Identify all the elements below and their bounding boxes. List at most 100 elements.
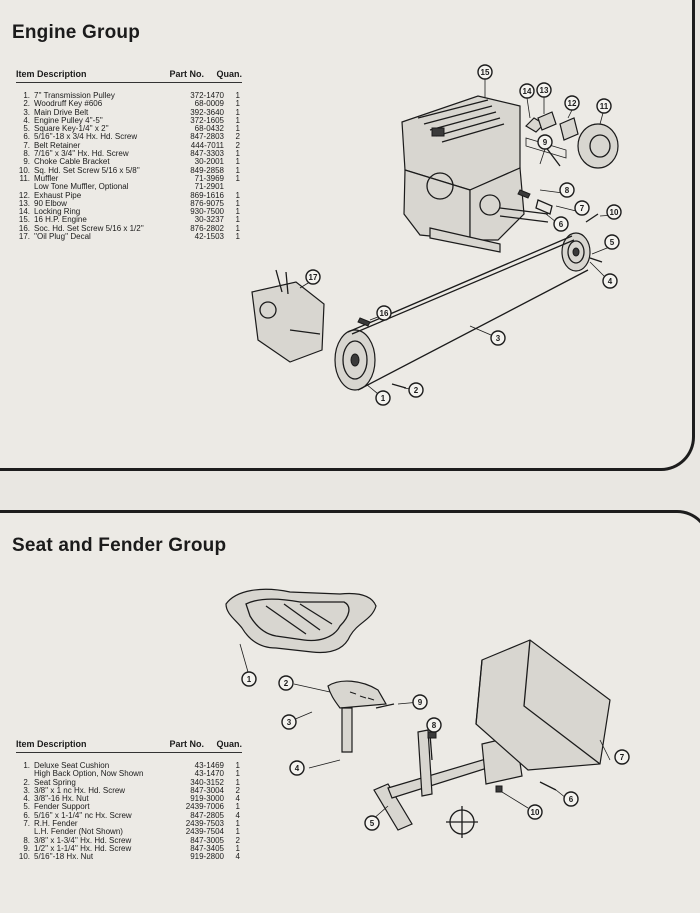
- part-number: 919-3000: [190, 794, 224, 804]
- item-description: Fender Support: [34, 802, 90, 812]
- table-row: 16. Soc. Hd. Set Screw 5/16 x 1/2'' 876-28…: [16, 223, 242, 233]
- quantity: 4: [235, 794, 240, 804]
- item-description: Sq. Hd. Set Screw 5/16 x 5/8'': [34, 165, 140, 175]
- svg-text:8: 8: [565, 186, 570, 195]
- seat-callout-10: 10: [527, 804, 543, 820]
- seat-table-header: Item Description Part No. Quan.: [16, 739, 242, 753]
- callout-17: 17: [305, 269, 321, 285]
- item-number: 15.: [18, 215, 30, 225]
- engine-group-title: Engine Group: [12, 22, 141, 43]
- part-number: 444-7011: [190, 140, 224, 150]
- item-number: 11.: [19, 173, 30, 183]
- engine-callouts: 1 2 3 4 5 6 7 8 9 10 11 12 13 14 15 16 1…: [305, 64, 622, 406]
- callout-11: 11: [596, 98, 612, 114]
- item-description: Choke Cable Bracket: [34, 157, 110, 167]
- item-description: Seat Spring: [34, 777, 76, 787]
- svg-text:1: 1: [247, 675, 252, 684]
- svg-text:14: 14: [523, 87, 532, 96]
- item-number: 16.: [18, 223, 30, 233]
- item-description: ''Oil Plug'' Decal: [34, 232, 91, 242]
- item-description: 7'' Transmission Pulley: [34, 91, 115, 100]
- part-number: 847-3004: [190, 785, 224, 795]
- item-description: 3/8''-16 Hx. Nut: [34, 794, 89, 804]
- part-number: 919-2800: [190, 852, 224, 862]
- exhaust-assembly: [525, 111, 619, 169]
- quantity: 1: [235, 149, 240, 159]
- quantity: 1: [235, 165, 240, 175]
- part-number: 42-1503: [194, 232, 224, 242]
- callout-15: 15: [477, 64, 493, 80]
- item-number: 9.: [23, 157, 30, 167]
- callout-8: 8: [559, 182, 575, 198]
- quantity: 1: [235, 91, 240, 100]
- item-description: Soc. Hd. Set Screw 5/16 x 1/2'': [34, 223, 144, 233]
- seat-group-title: Seat and Fender Group: [12, 535, 227, 556]
- svg-text:17: 17: [309, 273, 318, 282]
- callout-12: 12: [564, 95, 580, 111]
- quantity: 1: [235, 827, 240, 837]
- item-description: Locking Ring: [34, 207, 81, 217]
- svg-text:8: 8: [432, 721, 437, 730]
- part-number: 43-1470: [194, 769, 224, 779]
- seat-callout-2: 2: [278, 675, 294, 691]
- seat-callout-4: 4: [289, 760, 305, 776]
- registration-crosshair: [446, 806, 478, 838]
- engine-table-header: Item Description Part No. Quan.: [16, 69, 242, 83]
- seat-hardware: [375, 701, 567, 809]
- quantity: 1: [235, 223, 240, 233]
- item-number: 5.: [23, 802, 30, 812]
- svg-text:13: 13: [540, 86, 549, 95]
- part-number: 43-1469: [194, 761, 224, 770]
- item-description: Engine Pulley 4''-5'': [34, 115, 103, 125]
- item-number: 2.: [23, 99, 30, 109]
- part-number: 849-2858: [190, 165, 224, 175]
- item-description: Deluxe Seat Cushion: [34, 761, 110, 770]
- quantity: 1: [235, 107, 240, 117]
- part-number: 847-3303: [190, 149, 224, 159]
- item-number: 6.: [23, 810, 30, 820]
- part-number: 876-2802: [190, 223, 224, 233]
- seat-spring: [293, 680, 387, 753]
- item-description: Main Drive Belt: [34, 107, 89, 117]
- quantity: 1: [235, 157, 240, 167]
- svg-text:5: 5: [610, 238, 615, 247]
- part-number: 2439-7503: [185, 819, 224, 829]
- quan-header: Quan.: [216, 69, 242, 79]
- item-description: R.H. Fender: [34, 819, 78, 829]
- part-number: 2439-7006: [185, 802, 224, 812]
- seat-cushion: [225, 588, 377, 673]
- item-number: 9.: [23, 843, 30, 853]
- transmission-pulley: [334, 329, 376, 391]
- quantity: 2: [235, 132, 240, 142]
- part-no-header: Part No.: [169, 739, 204, 749]
- part-number: 847-3005: [190, 835, 224, 845]
- engine-block: [401, 95, 549, 253]
- svg-text:7: 7: [580, 204, 585, 213]
- svg-text:16: 16: [380, 309, 389, 318]
- part-number: 71-3969: [194, 173, 224, 183]
- quantity: 1: [235, 232, 240, 242]
- item-description: Square Key-1/4'' x 2'': [34, 124, 109, 134]
- quantity: 1: [235, 777, 240, 787]
- quantity: 1: [235, 769, 240, 779]
- item-number: 6.: [23, 132, 30, 142]
- quantity: 2: [235, 785, 240, 795]
- svg-text:2: 2: [284, 679, 289, 688]
- item-description-header: Item Description: [16, 739, 87, 749]
- part-number: 30-3237: [194, 215, 224, 225]
- seat-callout-9: 9: [412, 694, 428, 710]
